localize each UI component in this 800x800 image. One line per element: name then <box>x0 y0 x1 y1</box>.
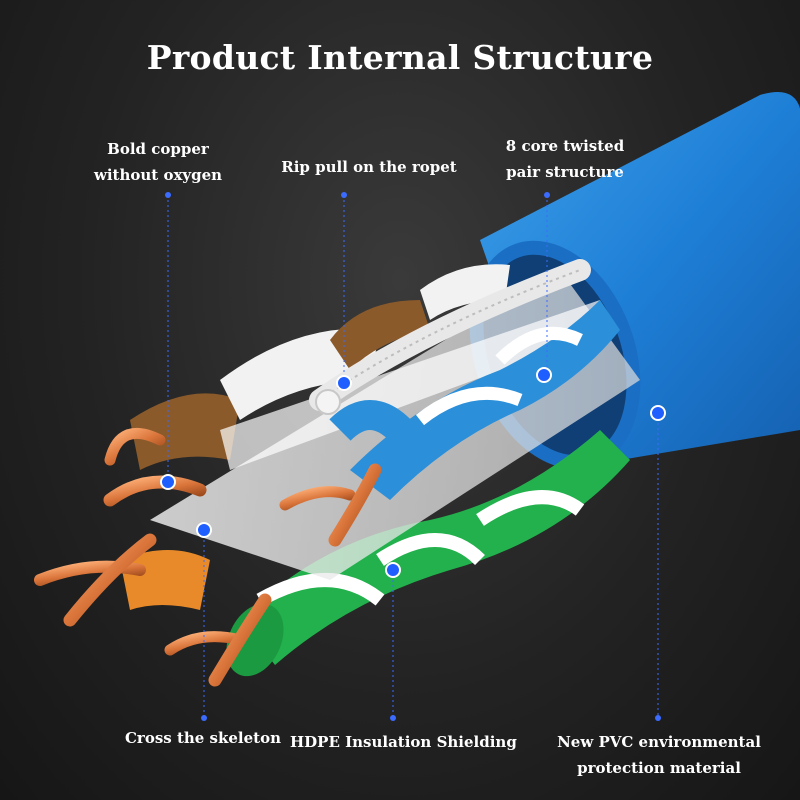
label-skeleton-text: Cross the skeleton <box>124 729 282 747</box>
marker-rip <box>336 375 352 391</box>
label-skeleton: Cross the skeleton <box>118 725 288 751</box>
green-twisted-pair <box>226 430 630 677</box>
label-hdpe-text: HDPE Insulation Shielding <box>290 733 517 751</box>
label-rip-pull-text: Rip pull on the ropet <box>281 158 457 176</box>
marker-rip-top <box>341 192 347 198</box>
marker-pair-top <box>544 192 550 198</box>
copper-conductors <box>34 427 382 687</box>
label-copper-line1: Bold copper <box>107 140 209 158</box>
label-rip-pull: Rip pull on the ropet <box>274 154 464 180</box>
marker-dots <box>160 192 666 721</box>
label-pvc-line1: New PVC environmental <box>557 733 761 751</box>
label-twisted-pair: 8 core twisted pair structure <box>490 133 640 185</box>
marker-hdpe <box>385 562 401 578</box>
marker-pvc <box>650 405 666 421</box>
marker-hdpe-bottom <box>390 715 396 721</box>
leader-lines <box>167 195 659 718</box>
blue-twisted-pair <box>329 300 620 500</box>
label-pvc: New PVC environmental protection materia… <box>556 729 762 781</box>
label-copper-line2: without oxygen <box>93 166 223 184</box>
label-copper: Bold copper without oxygen <box>88 136 228 188</box>
marker-pair <box>536 367 552 383</box>
marker-skeleton-bottom <box>201 715 207 721</box>
label-twisted-pair-line1: 8 core twisted <box>505 137 625 155</box>
page-title: Product Internal Structure <box>146 38 654 77</box>
label-hdpe: HDPE Insulation Shielding <box>290 729 517 755</box>
marker-pvc-bottom <box>655 715 661 721</box>
marker-copper <box>160 474 176 490</box>
marker-copper-top <box>165 192 171 198</box>
marker-skeleton <box>196 522 212 538</box>
label-pvc-line2: protection material <box>577 759 741 777</box>
label-twisted-pair-line2: pair structure <box>506 163 624 181</box>
